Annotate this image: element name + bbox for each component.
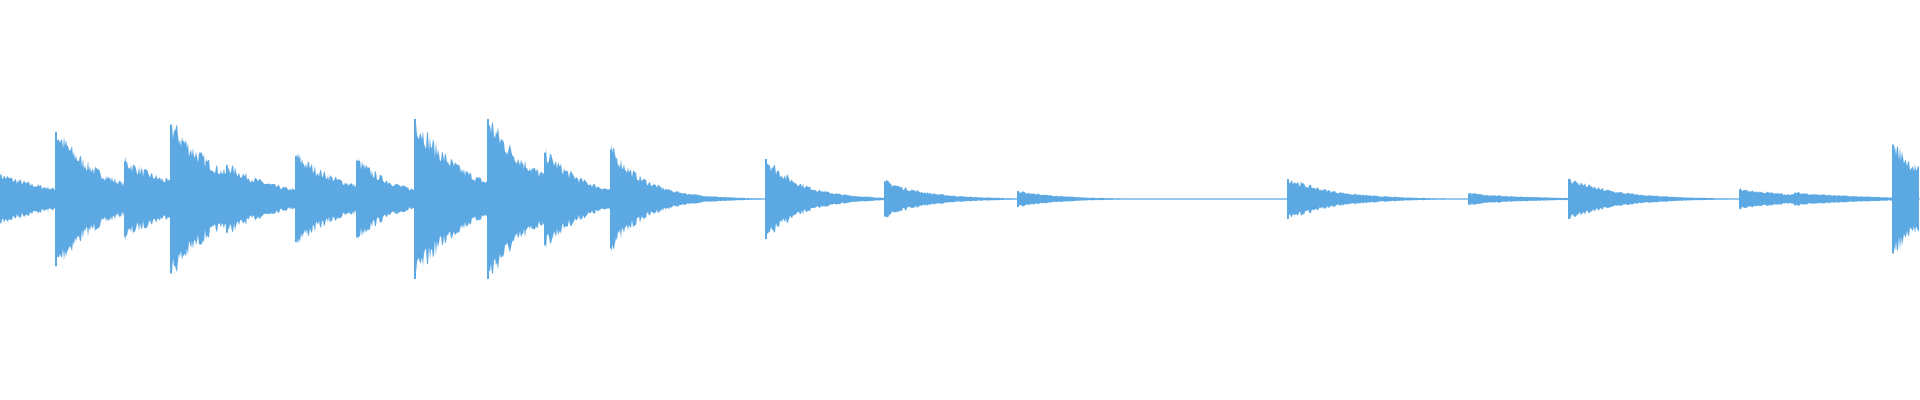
waveform-envelope: [0, 121, 1919, 276]
